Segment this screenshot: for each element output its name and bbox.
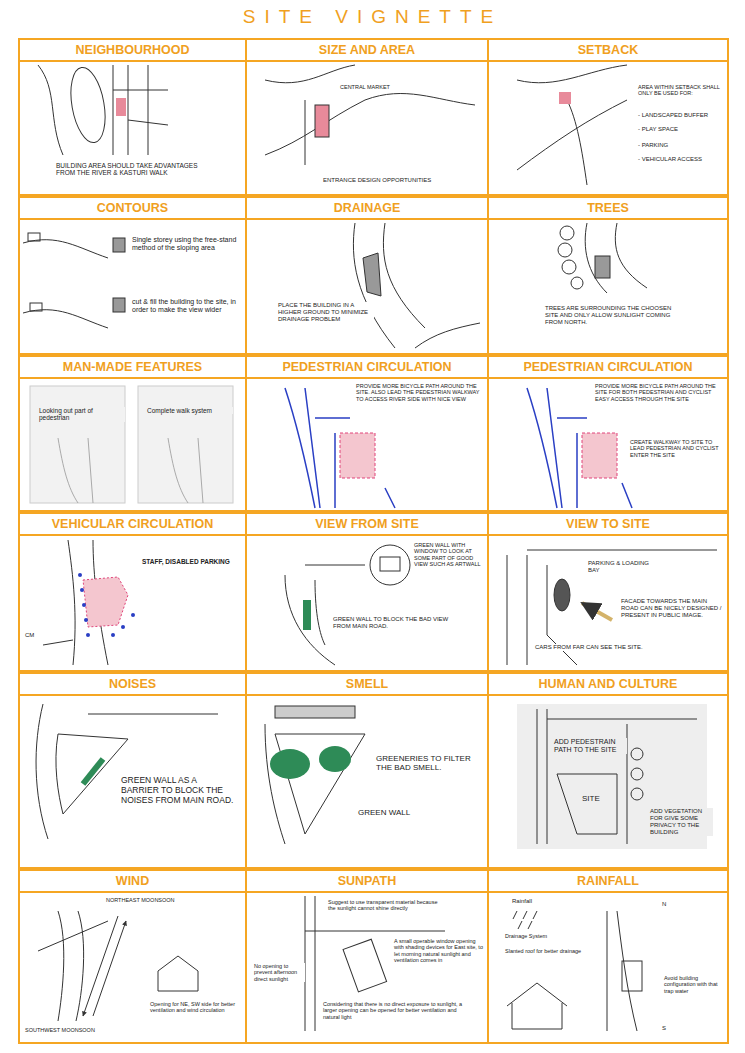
sketch-note: GREEN WALL TO BLOCK THE BAD VIEW FROM MA… [332,616,454,630]
page-title: SITE VIGNETTE [0,6,745,28]
sketch-note: - LANDSCAPED BUFFER [637,112,724,119]
sketch-note: PROVIDE MORE BICYCLE PATH AROUND THE SIT… [594,383,721,402]
pedestrian-sketch [527,388,632,508]
view-from-sketch [285,545,410,665]
sketch-note: Complete walk system [146,407,233,414]
vehicular-sketch [43,540,135,665]
panel-heading: SIZE AND AREA [247,40,487,62]
vignette-panel: SMELL GREENERIES TO FILTER THE BAD SMELL.… [245,672,489,869]
sketch-note: No opening to prevent afternoon direct s… [253,963,305,982]
sketch-note: GREEN WALL WITH WINDOW TO LOOK AT SOME P… [413,542,485,567]
panel-heading: SUNPATH [247,871,487,893]
sketch-note: Rainfall [511,898,573,905]
vignette-panel: VIEW TO SITE PARKING & LOADING BAY FACADE … [487,512,729,672]
sketch-note: SOUTHWEST MOONSOON [24,1027,126,1033]
sketch-note: AREA WITHIN SETBACK SHALL ONLY BE USED F… [637,84,724,97]
vignette-panel: VEHICULAR CIRCULATION STAFF, DISABLED PAR… [18,512,247,672]
sketch-note: GREENERIES TO FILTER THE BAD SMELL. [375,754,482,772]
pedestrian-sketch [285,388,395,508]
sketch-note: Opening for NE, SW side for better venti… [149,1001,243,1014]
sketch-note: GREEN WALL [357,808,459,817]
panel-heading: PEDESTRIAN CIRCULATION [489,357,727,379]
sketch-note: - PLAY SPACE [637,126,724,133]
sketch-note: CARS FROM FAR CAN SEE THE SITE. [534,644,656,651]
rainfall-sketch [507,911,642,1031]
vignette-panel: NEIGHBOURHOOD BUILDING AREA SHOULD TAKE A… [18,38,247,196]
panel-heading: VIEW FROM SITE [247,514,487,536]
noises-sketch [36,704,218,839]
vignette-panel: PEDESTRIAN CIRCULATION PROVIDE MORE BICYC… [245,355,489,512]
size-sketch [265,65,475,165]
sketch-note: Drainage System [504,933,581,939]
sketch-note: ADD PEDESTRAIN PATH TO THE SITE [553,738,627,754]
sketch-note: FACADE TOWARDS THE MAIN ROAD CAN BE NICE… [620,598,725,619]
smell-sketch [265,706,365,844]
vignette-panel: NOISES GREEN WALL AS A BARRIER TO BLOCK T… [18,672,247,869]
setback-sketch [517,65,627,185]
sketch-note: Looking out part of pedestrian [38,407,125,422]
panel-heading: CONTOURS [20,198,245,220]
panel-heading: WIND [20,871,245,893]
panel-heading: SETBACK [489,40,727,62]
sketch-note: Slanted roof for better drainage [504,948,586,954]
sketch-note: ADD VEGETATION FOR GIVE SOME PRIVACY TO … [649,808,713,836]
sketch-note: PARKING & LOADING BAY [587,560,659,574]
sketch-note: Avoid building configuration with that t… [663,975,725,994]
sketch-note: cut & fill the building to the site, in … [131,298,243,314]
man-made-sketch [30,386,233,503]
panel-heading: VEHICULAR CIRCULATION [20,514,245,536]
sketch-note: Suggest to use transparent material beca… [327,899,444,912]
sketch-note: A small operable window opening with sha… [393,938,485,963]
sketch-note: BUILDING AREA SHOULD TAKE ADVANTAGES FRO… [55,162,217,177]
vignette-panel: RAINFALL Rainfall N Drainage SystemSlanted … [487,869,729,1044]
panel-heading: NEIGHBOURHOOD [20,40,245,62]
trees-sketch [558,223,647,293]
vignette-panel: PEDESTRIAN CIRCULATION PROVIDE MORE BICYC… [487,355,729,512]
panel-heading: PEDESTRIAN CIRCULATION [247,357,487,379]
vignette-panel: SIZE AND AREA CENTRAL MARKET ENTRANCE DESI… [245,38,489,196]
panel-heading: DRAINAGE [247,198,487,220]
sketch-note: STAFF, DISABLED PARKING [141,558,243,565]
sketch-note: ENTRANCE DESIGN OPPORTUNITIES [322,177,454,184]
panel-heading: MAN-MADE FEATURES [20,357,245,379]
sketch-note: SITE [581,794,613,803]
sketch-note: Considering that there is no direct expo… [322,1001,474,1020]
panel-heading: VIEW TO SITE [489,514,727,536]
sketch-note: - PARKING [637,142,724,149]
sketch-note: N [661,901,675,908]
vignette-panel: SETBACK AREA WITHIN SETBACK SHALL ONLY BE… [487,38,729,196]
sketch-note: PROVIDE MORE BICYCLE PATH AROUND THE SIT… [355,383,482,402]
sketch-note: - VEHICULAR ACCESS [637,156,724,163]
sketch-note: CM [24,632,46,639]
sketch-note: CREATE WALKWAY TO SITE TO LEAD PEDESTRIA… [629,439,721,458]
vignette-panel: MAN-MADE FEATURES Looking out part of ped… [18,355,247,512]
panel-heading: SMELL [247,674,487,696]
panel-heading: RAINFALL [489,871,727,893]
sketch-note: CENTRAL MARKET [339,84,411,90]
vignette-panel: WIND NORTHEAST MOONSOON SOUTHWEST MOONSOON… [18,869,247,1044]
drainage-sketch [353,223,480,348]
vignette-panel: HUMAN AND CULTURE ADD PEDESTRAIN PATH TO … [487,672,729,869]
sketch-note: NORTHEAST MOONSOON [105,897,217,903]
vignette-panel: DRAINAGE PLACE THE BUILDING IN A HIGHER G… [245,196,489,355]
vignette-panel: CONTOURS Single storey using the free-sta… [18,196,247,355]
vignette-panel: SUNPATH Suggest to use transparent materi… [245,869,489,1044]
panel-heading: TREES [489,198,727,220]
vignette-panel: TREES TREES ARE SURROUNDING THE CHOOSEN S… [487,196,729,355]
sketch-note: PLACE THE BUILDING IN A HIGHER GROUND TO… [277,302,374,323]
vignette-panel: VIEW FROM SITE GREEN WALL WITH WINDOW TO … [245,512,489,672]
sketch-note: GREEN WALL AS A BARRIER TO BLOCK THE NOI… [120,776,237,805]
contour-sketch [23,233,125,328]
panel-heading: NOISES [20,674,245,696]
panel-heading: HUMAN AND CULTURE [489,674,727,696]
sketch-note: TREES ARE SURROUNDING THE CHOOSEN SITE A… [544,305,676,326]
sketch-note: S [661,1025,675,1032]
neighbourhood-sketch [38,65,168,155]
sketch-note: Single storey using the free-stand metho… [131,236,243,252]
